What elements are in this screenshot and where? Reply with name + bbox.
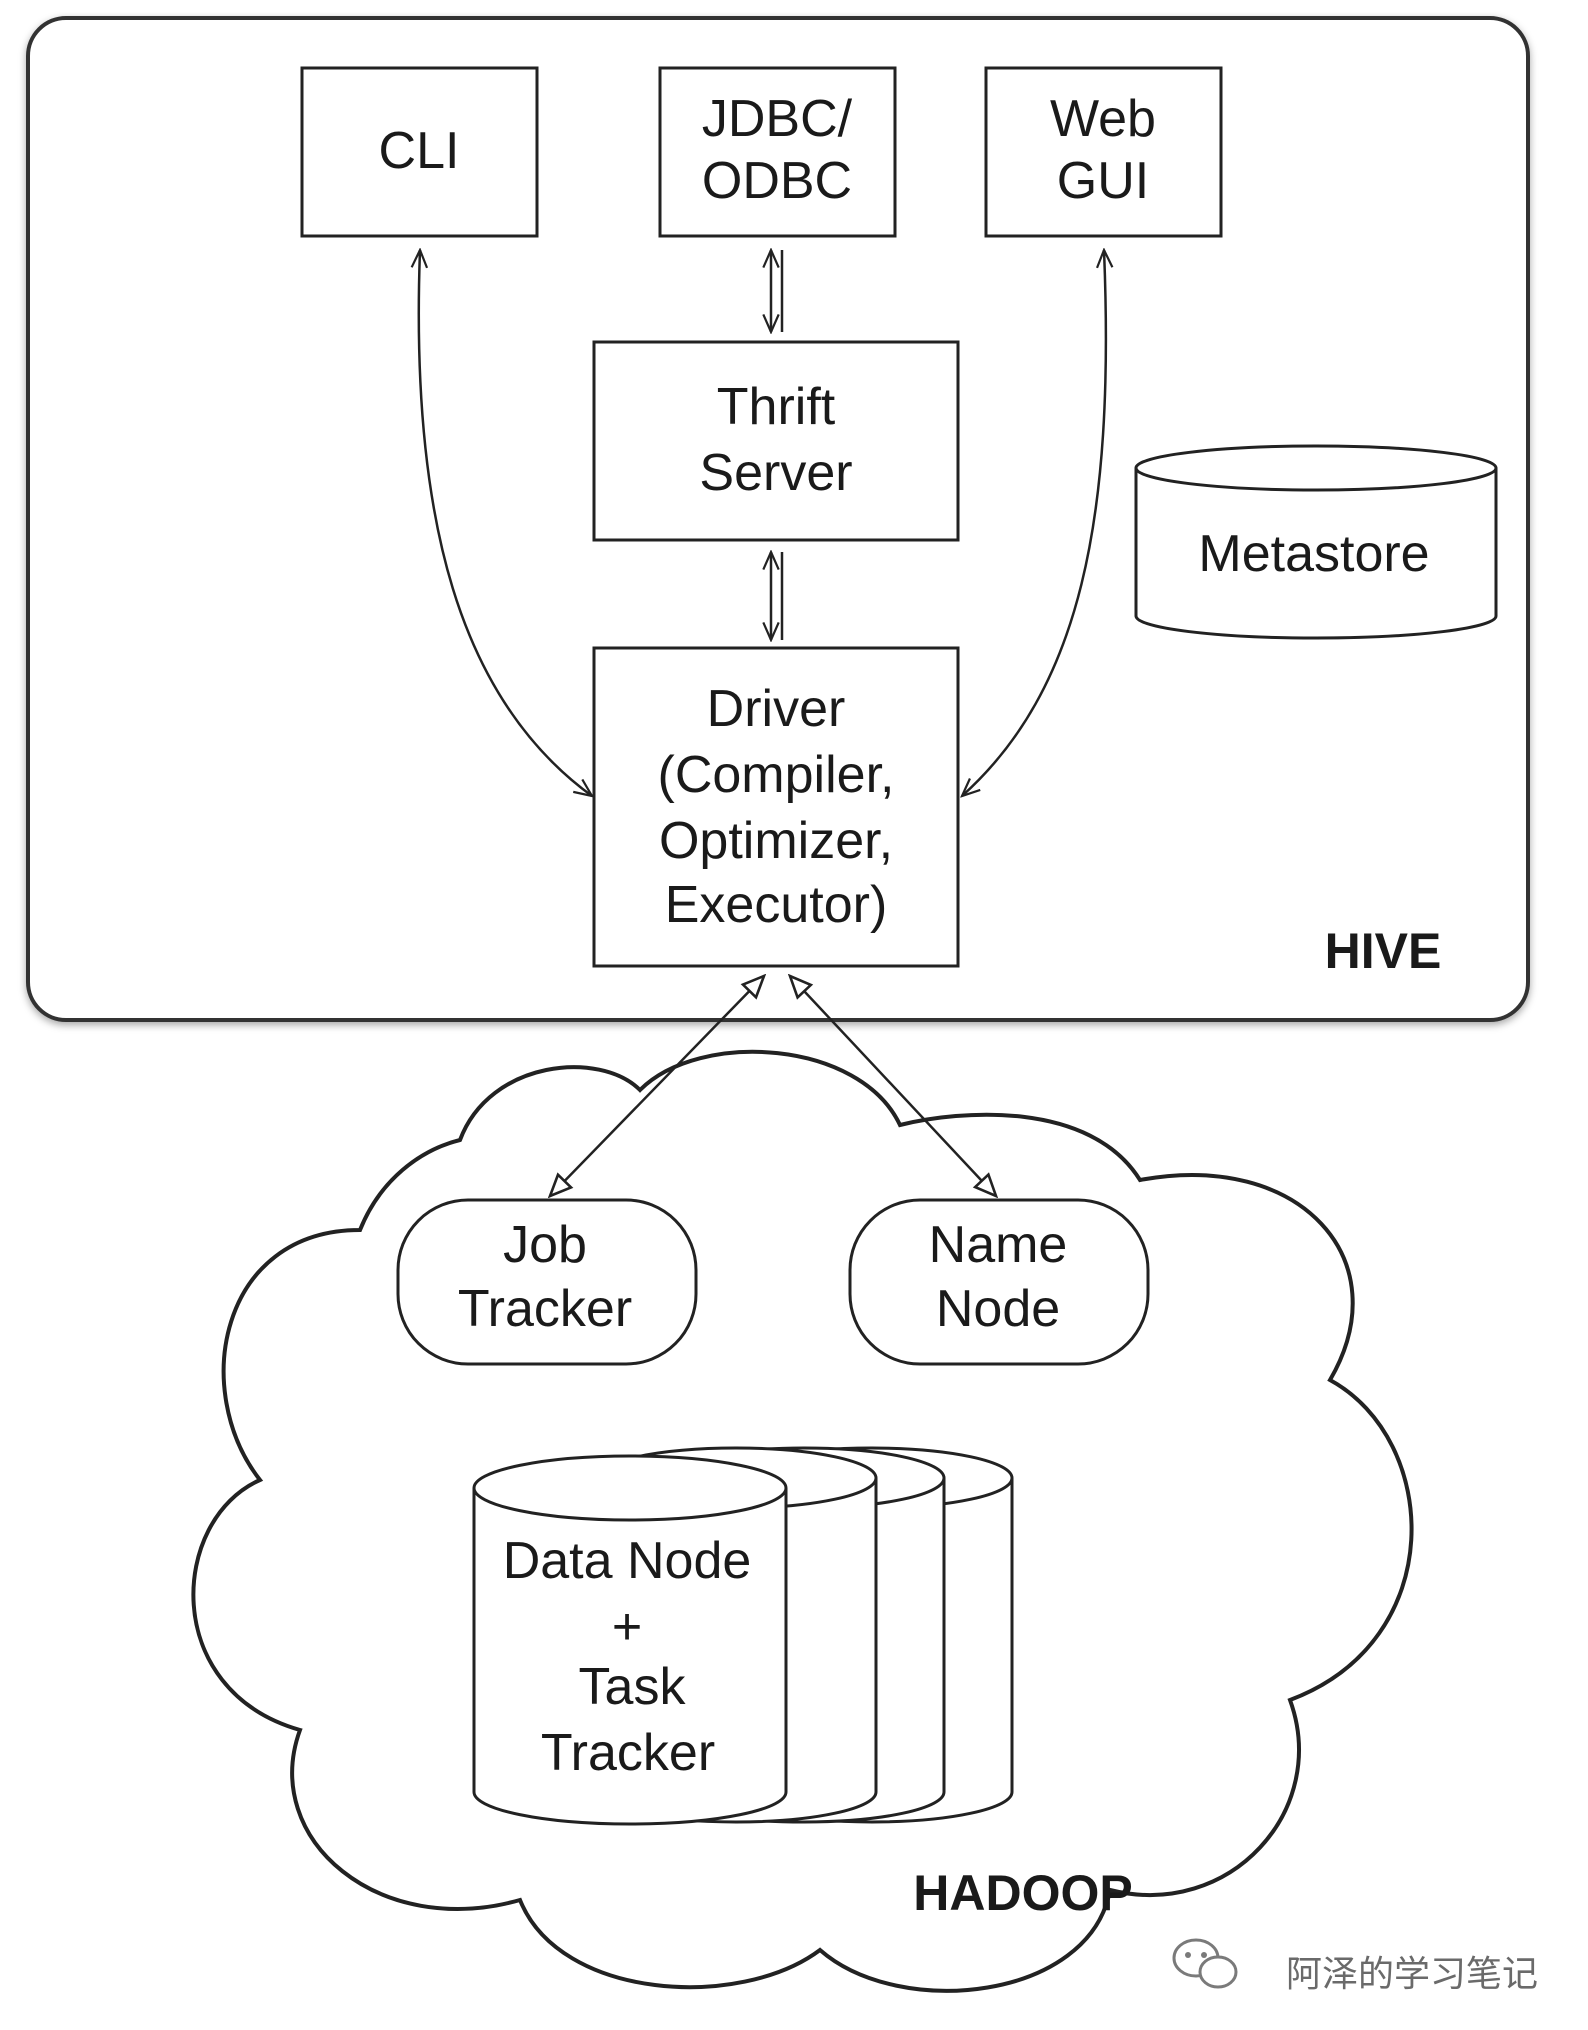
- gui-label: GUI: [1057, 152, 1149, 210]
- driver-box: Driver (Compiler, Optimizer, Executor): [592, 646, 960, 968]
- driver-compiler-label: (Compiler,: [658, 746, 895, 804]
- webgui-driver-arrow: [962, 250, 1106, 796]
- metastore-label: Metastore: [1198, 525, 1429, 583]
- jdbc-label: JDBC/: [702, 90, 853, 148]
- server-label: Server: [699, 444, 852, 502]
- cli-box: CLI: [300, 66, 539, 238]
- driver-jobtracker-arrow: [550, 976, 764, 1196]
- thrift-label: Thrift: [717, 378, 836, 436]
- tracker-label: Tracker: [458, 1280, 632, 1338]
- web-gui-box: Web GUI: [984, 66, 1223, 238]
- data-node-cylinder-front: Data Node + Task Tracker: [472, 1454, 788, 1826]
- jdbc-odbc-box: JDBC/ ODBC: [658, 66, 897, 238]
- plus-label: +: [612, 1598, 642, 1656]
- name-node: Name Node: [848, 1198, 1150, 1366]
- cli-driver-arrow: [419, 250, 592, 796]
- task-tracker-label: Tracker: [541, 1724, 715, 1782]
- odbc-label: ODBC: [702, 152, 852, 210]
- metastore-cylinder: Metastore: [1134, 444, 1498, 640]
- driver-optimizer-label: Optimizer,: [659, 812, 893, 870]
- thrift-driver-arrow: [771, 552, 784, 640]
- hive-title: HIVE: [1325, 923, 1442, 979]
- data-node-stack: Data Node + Task Tracker: [472, 1446, 1014, 1826]
- thrift-server-box: Thrift Server: [592, 340, 960, 542]
- data-node-label: Data Node: [503, 1532, 752, 1590]
- driver-namenode-arrow: [790, 976, 996, 1196]
- web-label: Web: [1050, 90, 1156, 148]
- wechat-icon: [1172, 1938, 1238, 1989]
- watermark: 阿泽的学习笔记: [1172, 1938, 1538, 1995]
- job-label: Job: [503, 1216, 587, 1274]
- task-label: Task: [579, 1658, 687, 1716]
- driver-label: Driver: [707, 680, 846, 738]
- node-label: Node: [936, 1280, 1060, 1338]
- jdbc-thrift-arrow: [771, 250, 784, 332]
- watermark-text: 阿泽的学习笔记: [1286, 1954, 1538, 1995]
- cli-label: CLI: [379, 122, 460, 180]
- hadoop-title: HADOOP: [913, 1865, 1132, 1921]
- job-tracker-node: Job Tracker: [396, 1198, 698, 1366]
- name-label: Name: [929, 1216, 1068, 1274]
- driver-executor-label: Executor): [665, 876, 888, 934]
